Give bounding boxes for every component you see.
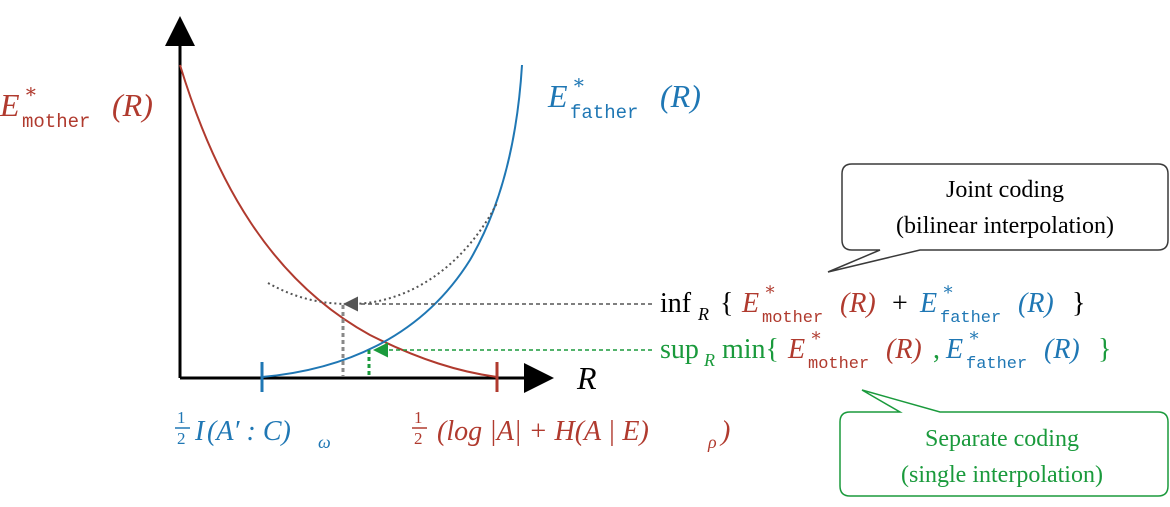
svg-text:father: father: [940, 309, 1001, 328]
svg-text:(R): (R): [1018, 288, 1054, 319]
svg-text:mother: mother: [762, 309, 823, 328]
father-curve-label: E ∗ father (R): [547, 72, 701, 124]
svg-text:(R): (R): [112, 87, 153, 123]
svg-text:ω: ω: [318, 432, 331, 452]
svg-text:ρ: ρ: [707, 432, 717, 452]
svg-text:(R): (R): [886, 334, 922, 365]
svg-text:∗: ∗: [968, 325, 980, 345]
svg-text:inf: inf: [660, 288, 692, 319]
svg-text:{: {: [720, 288, 733, 319]
father-curve: [261, 64, 523, 378]
svg-text:R: R: [703, 350, 715, 370]
svg-text:(R): (R): [840, 288, 876, 319]
svg-text:Joint coding: Joint coding: [946, 177, 1064, 203]
svg-text:∗: ∗: [24, 81, 38, 103]
mother-curve: [179, 64, 498, 378]
svg-text:E: E: [741, 288, 759, 319]
svg-text:E: E: [919, 288, 937, 319]
svg-text:mother: mother: [808, 355, 869, 374]
svg-text:(R): (R): [1044, 334, 1080, 365]
svg-text:∗: ∗: [942, 279, 954, 299]
joint-coding-callout: Joint coding (bilinear interpolation): [827, 163, 1169, 273]
svg-text:min{: min{: [722, 334, 779, 365]
separate-coding-callout: Separate coding (single interpolation): [839, 389, 1169, 497]
mother-curve-label: E ∗ mother (R): [0, 81, 153, 133]
x-axis-label: R: [576, 360, 597, 396]
svg-text:sup: sup: [660, 334, 699, 365]
svg-text:Separate coding: Separate coding: [925, 426, 1079, 452]
svg-text:2: 2: [177, 429, 186, 448]
svg-text:(single interpolation): (single interpolation): [901, 462, 1103, 488]
inf-sum-annotation: inf R { E ∗ mother (R) + E ∗ father (R) …: [660, 279, 1085, 328]
svg-text:E: E: [0, 87, 20, 123]
svg-text:(R): (R): [660, 78, 701, 114]
svg-text:1: 1: [414, 408, 423, 427]
svg-text:∗: ∗: [764, 279, 776, 299]
svg-text:E: E: [787, 334, 805, 365]
svg-text:I: I: [194, 416, 206, 447]
svg-text:∗: ∗: [572, 72, 586, 94]
svg-text:mother: mother: [22, 111, 90, 133]
svg-text:}: }: [1072, 288, 1085, 319]
svg-text:(bilinear interpolation): (bilinear interpolation): [896, 213, 1114, 239]
svg-text:2: 2: [414, 429, 423, 448]
svg-text:(log |A| + H(A | E): (log |A| + H(A | E): [437, 416, 649, 447]
svg-text:father: father: [570, 102, 638, 124]
svg-text:E: E: [547, 78, 568, 114]
mother-end-label: 1 2 (log |A| + H(A | E) ρ ): [412, 408, 730, 452]
svg-text:1: 1: [177, 408, 186, 427]
svg-text:father: father: [966, 355, 1027, 374]
svg-text:∗: ∗: [810, 325, 822, 345]
svg-text:,: ,: [933, 334, 940, 365]
joint-sum-curve: [267, 202, 498, 306]
svg-text:): ): [719, 416, 730, 447]
svg-text:}: }: [1098, 334, 1111, 365]
father-start-label: 1 2 I (A′ : C) ω: [175, 408, 331, 452]
svg-text:E: E: [945, 334, 963, 365]
svg-text:R: R: [697, 304, 709, 324]
sup-min-annotation: sup R min{ E ∗ mother (R) , E ∗ father (…: [660, 325, 1111, 374]
svg-text:+: +: [892, 288, 908, 319]
svg-text:(A′ : C): (A′ : C): [207, 416, 291, 447]
